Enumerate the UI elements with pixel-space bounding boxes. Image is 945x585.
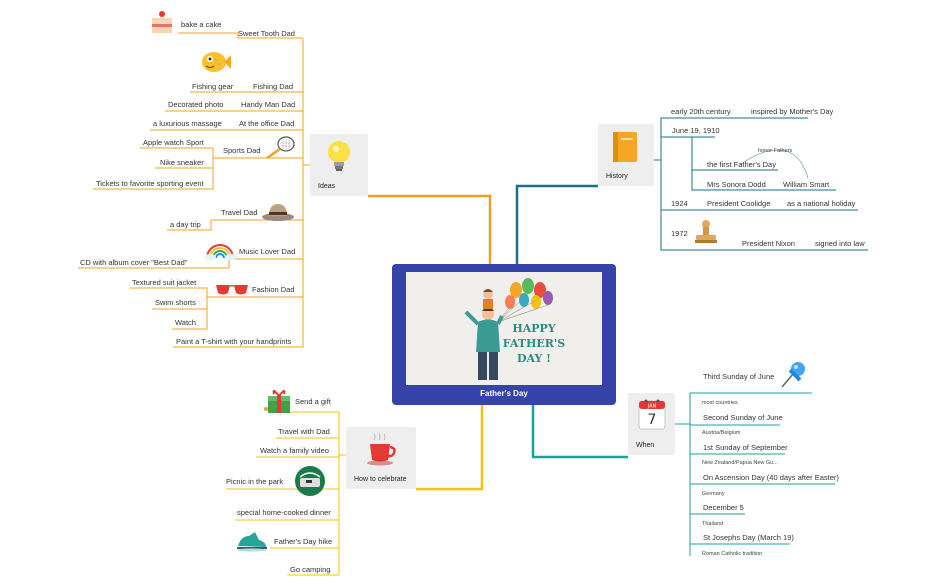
idea-child-day-trip: a day trip [170,220,201,229]
image-text-line-3: DAY ! [517,352,551,365]
gift-icon [264,390,290,413]
fish-icon [202,52,231,72]
history-first-fathers-day: the first Father's Day [707,160,776,169]
idea-child-watch: Watch [175,318,196,327]
idea-child-bake-a-cake: bake a cake [181,20,222,29]
idea-child-decorated-photo: Decorated photo [168,100,224,109]
when-note-most-countries: most countries [702,400,738,406]
calendar-month: JAN [647,404,657,410]
when-note-germany: Germany [702,491,725,497]
celebrate-family-video[interactable]: Watch a family video [260,446,329,455]
idea-fashion-dad[interactable]: Fashion Dad [252,285,295,294]
central-title: Father's Day [480,389,528,398]
lightbulb-icon [328,141,350,171]
when-note-thailand: Thailand [702,521,724,527]
idea-sweet-tooth-dad[interactable]: Sweet Tooth Dad [238,29,295,38]
fathers-day-illustration: HAPPY FATHER'S DAY ! [406,272,602,385]
idea-child-cd-album: CD with album cover "Best Dad" [80,258,188,267]
idea-child-apple-watch-sport: Apple watch Sport [143,138,204,147]
central-topic[interactable]: HAPPY FATHER'S DAY ! Father's Day [392,264,616,405]
celebrate-travel-with-dad[interactable]: Travel with Dad [278,427,330,436]
history-william-smart: William Smart [783,180,830,189]
history-1972[interactable]: 1972 [671,229,688,238]
when-note-austria-belgium: Austria/Belgium [702,430,741,436]
when-december-5[interactable]: December 5 [703,503,744,512]
history-note-honor-fathers: honor Fathers [758,148,793,154]
history-inspired-by-mothers-day: inspired by Mother's Day [751,107,834,116]
history-early-20th-century[interactable]: early 20th century [671,107,731,116]
topic-celebrate-label: How to celebrate [354,476,407,483]
picnic-basket-icon [295,466,325,496]
idea-sports-dad[interactable]: Sports Dad [223,146,261,155]
topic-how-to-celebrate[interactable]: How to celebrate [346,427,416,489]
idea-child-luxurious-massage: a luxurious massage [153,119,222,128]
celebrate-fathers-day-hike[interactable]: Father's Day hike [274,537,333,546]
idea-child-fishing-gear: Fishing gear [192,82,234,91]
celebrate-go-camping[interactable]: Go camping [290,565,331,574]
coffee-cup-icon [367,432,396,466]
book-icon [613,132,637,162]
when-note-roman-catholic: Roman Catholic tradition [702,551,763,557]
image-text-line-1: HAPPY [512,322,555,335]
when-note-new-zealand: New Zealand/Papua New Gu... [702,460,778,466]
idea-fishing-dad[interactable]: Fishing Dad [253,82,294,91]
when-first-sunday-of-september[interactable]: 1st Sunday of September [703,443,788,452]
when-st-josephs-day[interactable]: St Josephs Day (March 19) [703,533,794,542]
idea-travel-dad[interactable]: Travel Dad [221,208,258,217]
when-third-sunday-of-june[interactable]: Third Sunday of June [703,372,775,381]
hiking-shoe-icon [237,532,267,552]
history-national-holiday: as a national holiday [787,199,856,208]
celebrate-picnic-in-the-park[interactable]: Picnic in the park [226,477,284,486]
history-president-nixon: President Nixon [742,239,795,248]
idea-child-textured-suit-jacket: Textured suit jacket [132,278,197,287]
rainbow-icon [204,244,237,260]
sunglasses-icon [216,285,248,295]
celebrate-home-cooked-dinner[interactable]: special home-cooked dinner [237,508,331,517]
idea-music-lover-dad[interactable]: Music Lover Dad [239,247,296,256]
pushpin-icon [781,362,805,388]
topic-when-label: When [636,442,655,449]
history-signed-into-law: signed into law [815,239,865,248]
cake-icon [152,11,172,33]
stamp-icon [695,220,717,243]
when-second-sunday-of-june[interactable]: Second Sunday of June [703,413,783,422]
topic-history[interactable]: History [598,124,654,186]
idea-child-tickets: Tickets to favorite sporting event [96,179,204,188]
celebrate-send-a-gift[interactable]: Send a gift [295,397,331,406]
topic-when[interactable]: JAN 7 When [628,393,675,455]
idea-handy-man-dad[interactable]: Handy Man Dad [241,100,296,109]
calendar-icon: JAN 7 [638,399,666,430]
history-1924[interactable]: 1924 [671,199,688,208]
racket-icon [266,136,295,160]
father-child-balloons-icon: HAPPY FATHER'S DAY ! [464,278,566,380]
idea-at-the-office-dad[interactable]: At the office Dad [239,119,295,128]
idea-child-paint-tshirt: Paint a T-shirt with your handprints [176,337,292,346]
idea-child-nike-sneaker: Nike sneaker [160,158,204,167]
topic-ideas[interactable]: Ideas [310,134,368,196]
idea-child-swim-shorts: Swim shorts [155,298,196,307]
image-text-line-2: FATHER'S [503,337,566,350]
history-mrs-sonora-dodd: Mrs Sonora Dodd [707,180,766,189]
topic-history-label: History [606,173,628,180]
when-ascension-day[interactable]: On Ascension Day (40 days after Easter) [703,473,839,482]
topic-ideas-label: Ideas [318,183,336,190]
hat-icon [262,204,294,221]
calendar-day: 7 [648,412,657,428]
history-president-coolidge: President Coolidge [707,199,771,208]
history-june-19-1910[interactable]: June 19, 1910 [672,126,720,135]
